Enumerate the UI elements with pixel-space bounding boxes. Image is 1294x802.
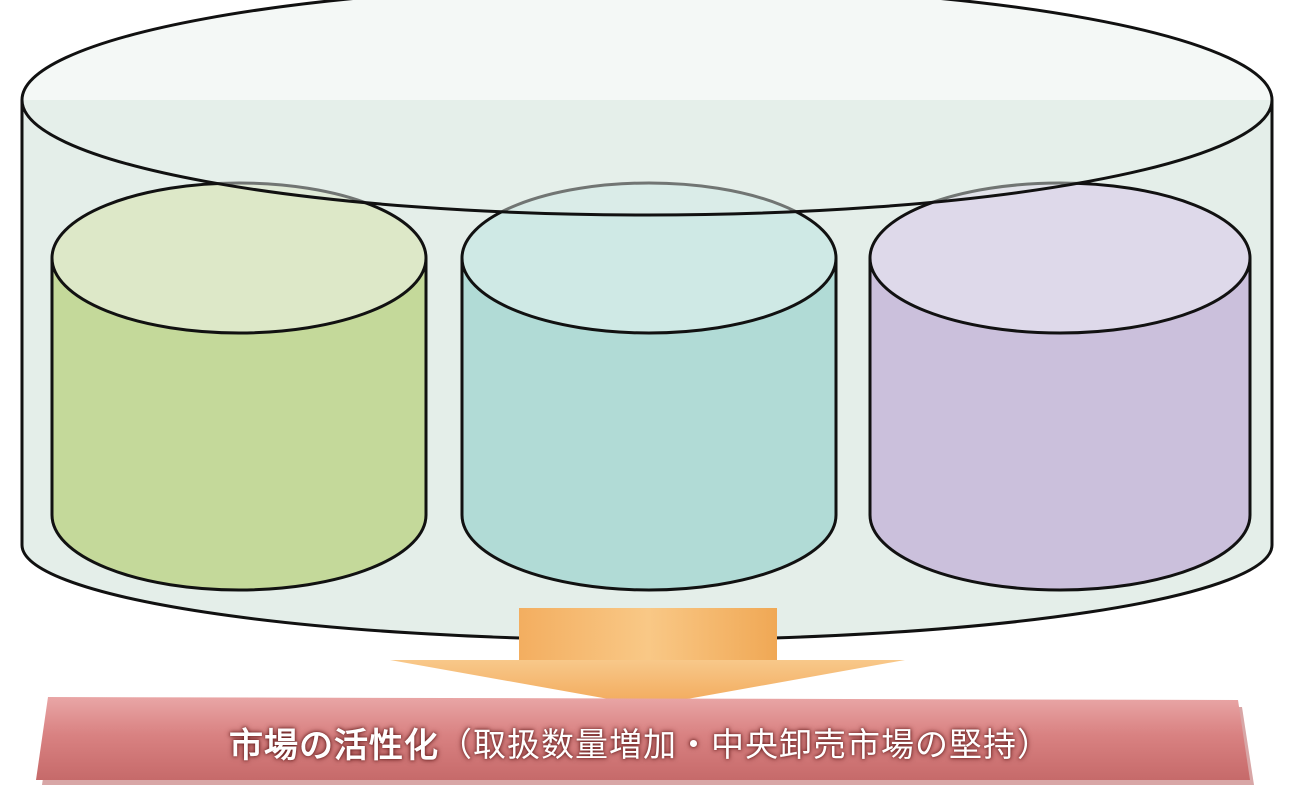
container-top xyxy=(20,0,1274,217)
banner-detail-text: （取扱数量増加・中央卸売市場の堅持） xyxy=(439,725,1051,764)
banner-main-text: 市場の活性化 xyxy=(229,725,439,766)
banner-label: 市場の活性化（取扱数量増加・中央卸売市場の堅持） xyxy=(40,702,1240,782)
down-arrow xyxy=(390,608,905,706)
teal-cylinder xyxy=(460,181,838,592)
green-cylinder xyxy=(50,181,428,592)
purple-cylinder xyxy=(868,181,1252,592)
result-banner xyxy=(36,697,1254,785)
